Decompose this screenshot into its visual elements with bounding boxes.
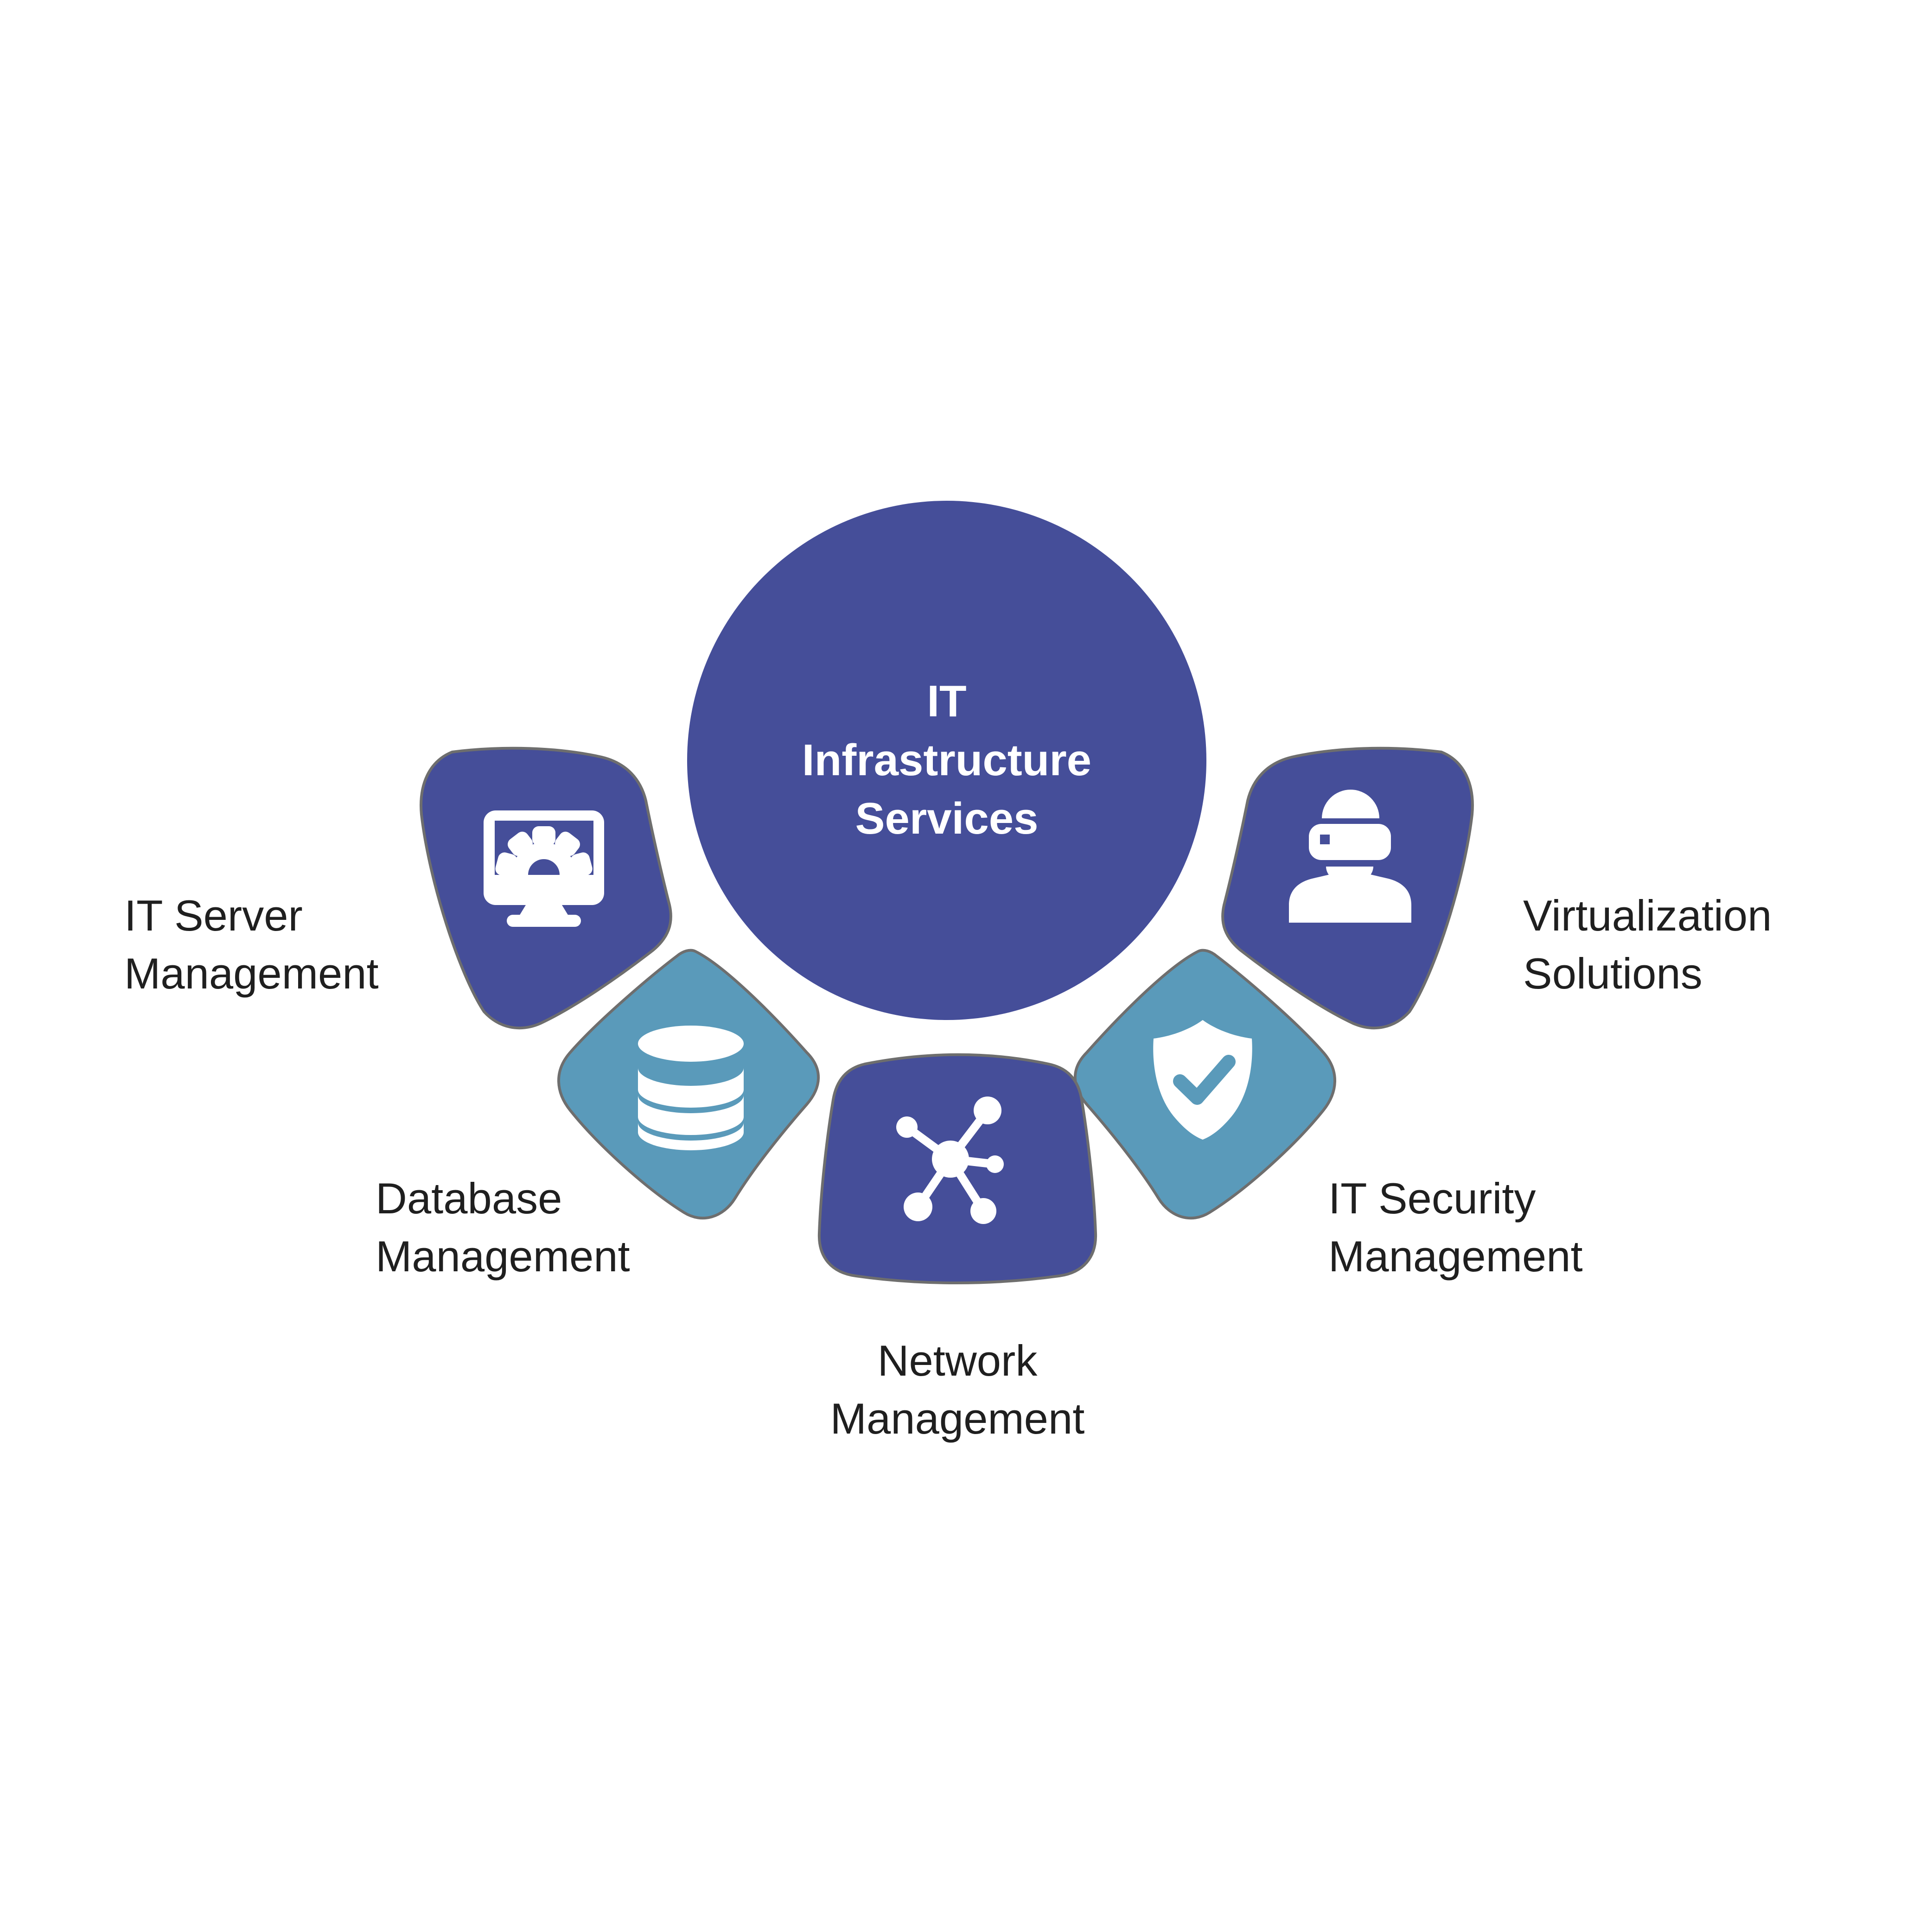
label-line: Management xyxy=(830,1394,1085,1443)
center-title-line: Infrastructure xyxy=(802,735,1092,785)
center-title-line: IT xyxy=(927,676,967,726)
label-line: Management xyxy=(124,949,379,998)
center-circle xyxy=(687,501,1206,1020)
label-line: Management xyxy=(1328,1232,1583,1281)
network-nodes-icon xyxy=(896,1097,1004,1224)
label-line: Management xyxy=(376,1232,630,1281)
label-it-server-management: IT Server Management xyxy=(124,886,379,1002)
node-blob-database-management xyxy=(557,949,820,1220)
shield-check-icon xyxy=(1153,1020,1252,1140)
vr-headset-user-icon xyxy=(1289,790,1411,923)
label-database-management: Database Management xyxy=(376,1169,630,1285)
label-line: Virtualization xyxy=(1523,891,1772,940)
label-network-management: Network Management xyxy=(830,1332,1085,1447)
label-line: Database xyxy=(376,1174,562,1223)
label-it-security-management: IT Security Management xyxy=(1328,1169,1583,1285)
database-icon xyxy=(638,1026,744,1150)
center-title: IT Infrastructure Services xyxy=(802,672,1091,848)
label-line: IT Server xyxy=(124,891,303,940)
center-title-line: Services xyxy=(855,794,1039,844)
label-line: Solutions xyxy=(1523,949,1702,998)
label-line: IT Security xyxy=(1328,1174,1536,1223)
monitor-gear-icon xyxy=(484,810,604,927)
label-line: Network xyxy=(877,1336,1038,1385)
label-virtualization-solutions: Virtualization Solutions xyxy=(1523,886,1772,1002)
